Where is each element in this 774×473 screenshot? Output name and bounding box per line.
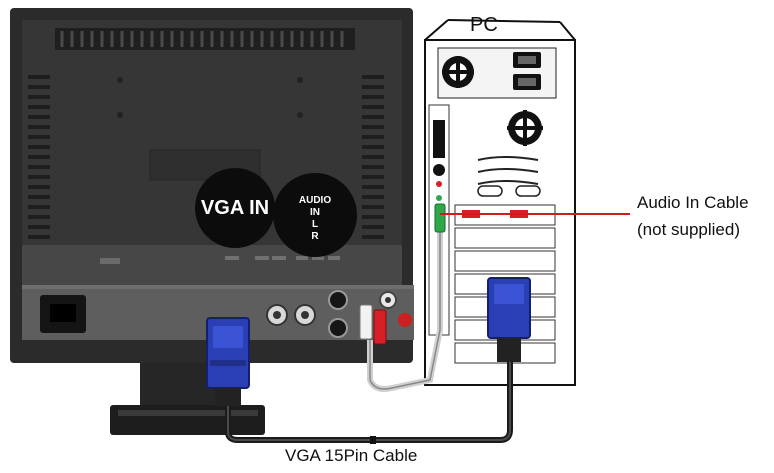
- vga-cable-label: VGA 15Pin Cable: [285, 446, 418, 465]
- rca-plug-white: [359, 304, 373, 340]
- audio-cable: [359, 203, 630, 392]
- monitor-stand-base: [110, 405, 265, 435]
- audio-plug-green: [434, 203, 446, 233]
- audio-port-line-audio: AUDIO: [298, 195, 332, 206]
- monitor-rear: [10, 8, 414, 435]
- audio-port-line-r: R: [311, 231, 319, 242]
- rca-jacks: [266, 304, 316, 326]
- monitor-lower-panel: [22, 245, 402, 285]
- vga-cable: [206, 277, 531, 443]
- monitor-side-vent-left: [28, 75, 50, 249]
- serial-port: [433, 120, 445, 158]
- vga-in-port-label: VGA IN: [200, 197, 270, 219]
- rca-plug-red: [373, 309, 387, 345]
- vesa-screw-holes: [117, 77, 303, 118]
- audio-in-badge: [273, 173, 357, 257]
- audio-cable-note: (not supplied): [637, 220, 741, 239]
- audio-jacks: [379, 291, 412, 327]
- mic-jack: [436, 181, 442, 187]
- pc-label: PC: [470, 14, 498, 36]
- audio-port-line-l: L: [311, 219, 319, 230]
- audio-port-line-in: IN: [310, 207, 320, 218]
- audio-cable-label: Audio In Cable: [637, 193, 749, 212]
- line-in-jack: [436, 195, 442, 201]
- audio-in-port-label: AUDIO IN L R: [285, 196, 345, 244]
- s-video-ports: [328, 290, 348, 338]
- monitor-top-vent: [55, 28, 355, 50]
- vga-in-badge: [195, 168, 275, 248]
